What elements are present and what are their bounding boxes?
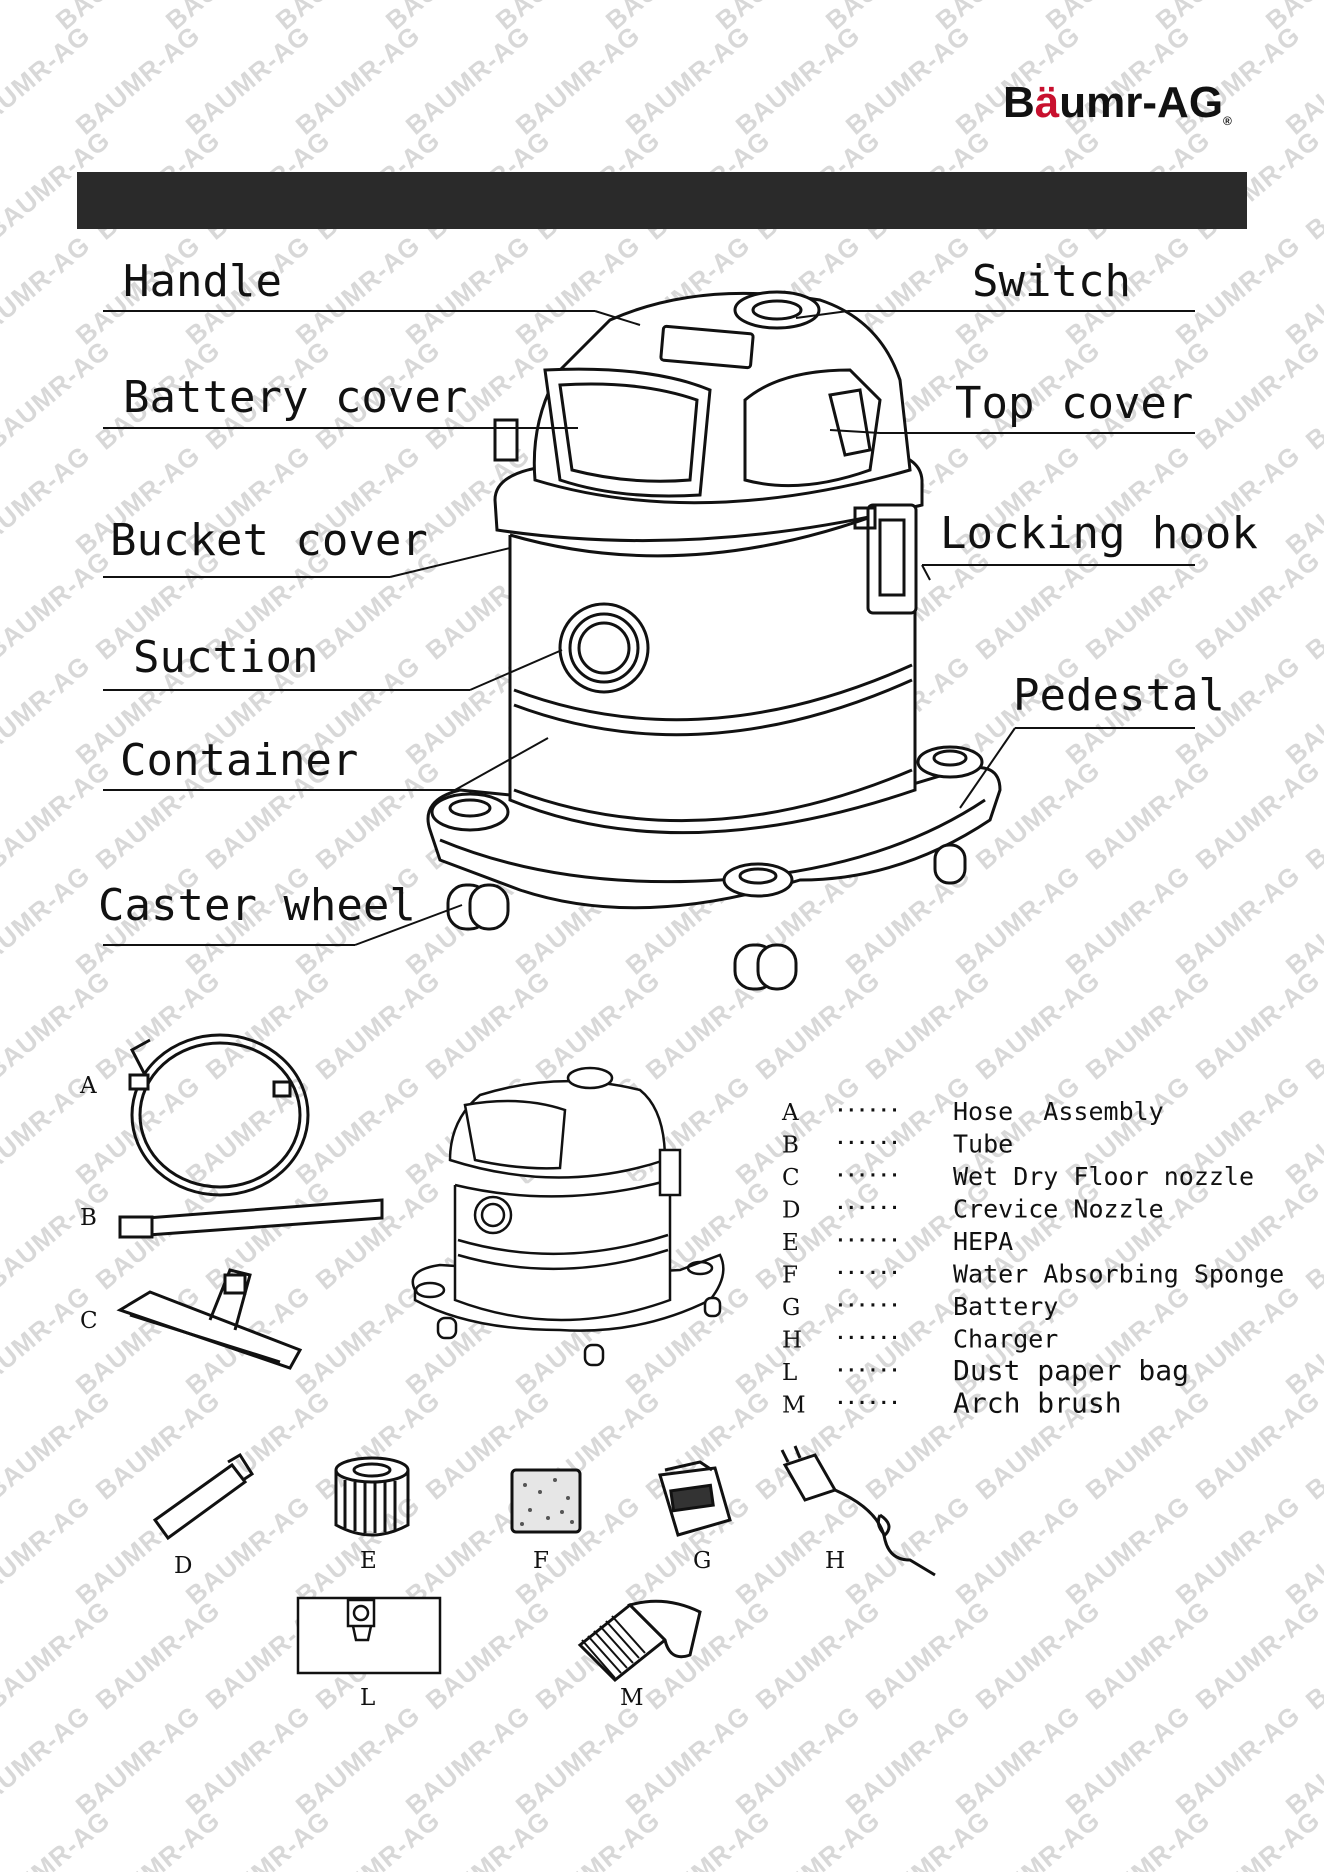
accessory-hepa-filter-illustration — [334, 1456, 410, 1537]
label-d: D — [174, 1553, 192, 1579]
callout-battery-cover: Battery cover — [123, 372, 467, 423]
parts-list-key: G — [782, 1295, 800, 1321]
parts-list-name: Wet Dry Floor nozzle — [953, 1162, 1254, 1191]
accessory-hose-illustration — [128, 1033, 310, 1197]
callout-pedestal: Pedestal — [1013, 670, 1225, 721]
parts-list-key: A — [781, 1100, 799, 1126]
parts-list-dots: ······ — [835, 1295, 900, 1316]
parts-list-name: Tube — [953, 1130, 1013, 1159]
accessory-battery-illustration — [658, 1460, 732, 1537]
parts-list-key: M — [782, 1393, 806, 1419]
parts-list-row: H ······ Charger — [782, 1325, 1058, 1354]
parts-list-dots: ······ — [835, 1133, 900, 1154]
callout-lines — [103, 310, 1195, 946]
section-header-bar — [77, 172, 1247, 229]
parts-list-row: A ······ Hose Assembly — [781, 1097, 1164, 1126]
parts-list-row: E ······ HEPA — [782, 1227, 1013, 1256]
callout-top-cover: Top cover — [955, 378, 1193, 429]
parts-list-dots: ······ — [835, 1165, 900, 1186]
accessory-vacuum-thumbnail — [411, 1066, 725, 1367]
callout-handle: Handle — [123, 256, 282, 307]
label-g: G — [693, 1548, 711, 1574]
parts-list-name: Water Absorbing Sponge — [953, 1260, 1284, 1289]
parts-list-key: C — [782, 1165, 800, 1191]
parts-list-name: Crevice Nozzle — [953, 1195, 1164, 1224]
brand-text-pre: B — [1003, 78, 1035, 127]
parts-list-name: Battery — [953, 1292, 1058, 1321]
parts-list-row: C ······ Wet Dry Floor nozzle — [782, 1162, 1254, 1191]
parts-list-name: Arch brush — [953, 1387, 1122, 1420]
accessory-sponge-illustration — [510, 1468, 582, 1534]
brand-text-post: umr-AG — [1059, 78, 1224, 127]
label-m: M — [620, 1685, 644, 1711]
parts-list-key: E — [782, 1230, 799, 1256]
parts-list-dots: ······ — [835, 1263, 900, 1284]
brand-registered-mark: ® — [1223, 114, 1232, 128]
parts-list-key: H — [782, 1328, 802, 1354]
callout-container: Container — [120, 735, 358, 786]
parts-list-dots: ······ — [835, 1360, 900, 1381]
parts-list-row: F ······ Water Absorbing Sponge — [782, 1260, 1284, 1289]
accessory-arch-brush-illustration — [577, 1599, 702, 1683]
parts-list-name: HEPA — [953, 1227, 1013, 1256]
label-b: B — [80, 1205, 97, 1231]
accessory-tube-illustration — [118, 1198, 384, 1239]
brand-text-accent: ä — [1034, 78, 1060, 127]
parts-list-name: Dust paper bag — [953, 1354, 1189, 1387]
callout-locking-hook: Locking hook — [940, 508, 1258, 559]
parts-list-name: Hose Assembly — [953, 1097, 1164, 1126]
parts-list-dots: ······ — [835, 1230, 900, 1251]
label-a: A — [79, 1073, 97, 1099]
parts-list-key: D — [782, 1198, 800, 1224]
label-f: F — [533, 1548, 549, 1574]
parts-list-dots: ······ — [835, 1328, 900, 1349]
callout-caster-wheel: Caster wheel — [98, 880, 416, 931]
accessory-charger-illustration — [780, 1445, 936, 1577]
parts-list-name: Charger — [953, 1325, 1058, 1354]
parts-list-key: B — [782, 1133, 799, 1159]
callout-switch: Switch — [972, 256, 1131, 307]
parts-list-dots: ······ — [835, 1198, 900, 1219]
parts-list-dots: ······ — [835, 1100, 900, 1121]
parts-list-row: M ······ Arch brush — [782, 1387, 1122, 1420]
accessory-dust-bag-illustration — [296, 1596, 442, 1675]
parts-list-key: L — [782, 1360, 797, 1386]
accessory-floor-nozzle-illustration — [116, 1268, 303, 1370]
callout-bucket-cover: Bucket cover — [110, 515, 428, 566]
callout-suction: Suction — [133, 632, 318, 683]
parts-list-row: G ······ Battery — [782, 1292, 1058, 1321]
label-h: H — [825, 1548, 845, 1574]
brand-logo: Bäumr-AG® — [1003, 78, 1232, 128]
accessory-crevice-nozzle-illustration — [152, 1452, 255, 1541]
vacuum-main-illustration — [426, 290, 1002, 991]
label-c: C — [80, 1308, 98, 1334]
parts-list-row: D ······ Crevice Nozzle — [782, 1195, 1164, 1224]
parts-list-dots: ······ — [835, 1393, 900, 1414]
label-e: E — [360, 1548, 377, 1574]
parts-list-row: L ······ Dust paper bag — [782, 1354, 1189, 1387]
label-l: L — [360, 1685, 375, 1711]
parts-list-key: F — [782, 1263, 798, 1289]
parts-list-row: B ······ Tube — [782, 1130, 1013, 1159]
